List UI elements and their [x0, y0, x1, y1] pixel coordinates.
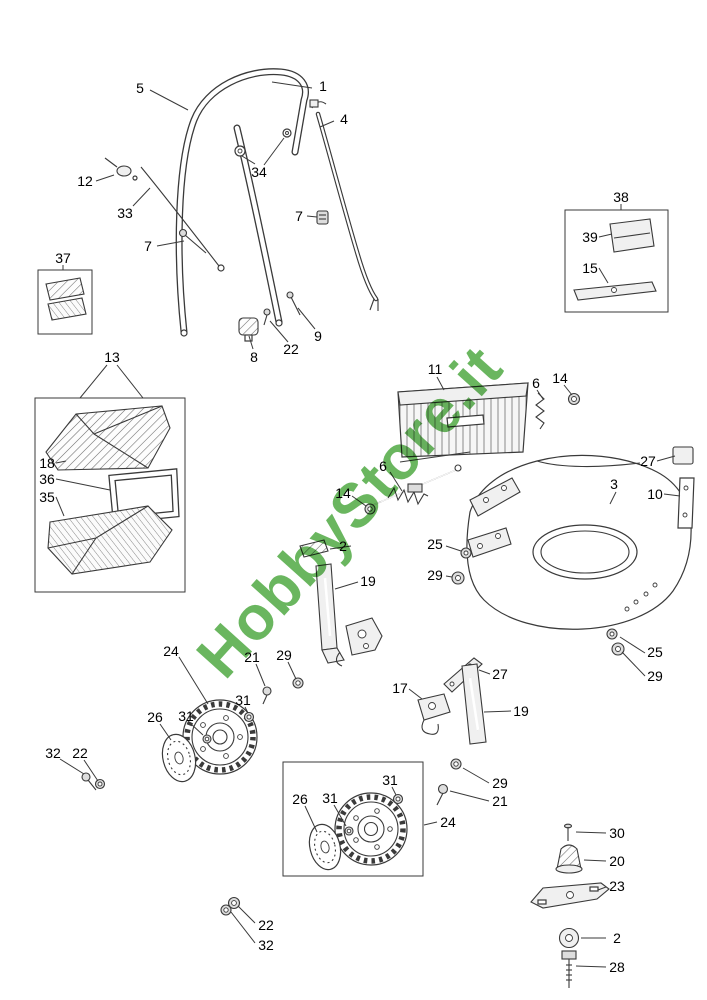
part-number-label-29: 29: [492, 775, 508, 791]
rear-flap-11: [397, 382, 581, 463]
left-wheel-assembly: [161, 677, 304, 783]
part-number-label-17: 17: [392, 680, 408, 696]
part-number-label-26: 26: [147, 709, 163, 725]
height-levers: [315, 563, 487, 745]
part-number-label-30: 30: [609, 825, 625, 841]
cable-and-fasteners: [104, 128, 329, 342]
part-number-label-23: 23: [609, 878, 625, 894]
part-number-label-21: 21: [244, 649, 260, 665]
part-number-label-24: 24: [440, 814, 456, 830]
part-number-label-24: 24: [163, 643, 179, 659]
part-number-label-32: 32: [45, 745, 61, 761]
bottom-wheel-assembly: [282, 758, 462, 877]
part-number-label-31: 31: [382, 772, 398, 788]
part-number-label-3: 3: [610, 476, 618, 492]
part-number-label-19: 19: [513, 703, 529, 719]
part-number-label-7: 7: [144, 238, 152, 254]
deck-housing-3: [466, 446, 695, 656]
part-number-label-39: 39: [582, 229, 598, 245]
part-number-label-35: 35: [39, 489, 55, 505]
part-number-label-21: 21: [492, 793, 508, 809]
part-number-label-22: 22: [72, 745, 88, 761]
part-number-label-25: 25: [427, 536, 443, 552]
part-number-label-15: 15: [582, 260, 598, 276]
part-number-label-37: 37: [55, 250, 71, 266]
part-number-label-36: 36: [39, 471, 55, 487]
spring-rod-assembly: [299, 464, 472, 585]
part-number-label-19: 19: [360, 573, 376, 589]
part-number-label-2: 2: [613, 930, 621, 946]
part-number-label-27: 27: [640, 453, 656, 469]
part-number-label-25: 25: [647, 644, 663, 660]
part-number-label-38: 38: [613, 189, 629, 205]
small-fasteners: [81, 772, 241, 916]
part-number-label-11: 11: [427, 361, 443, 377]
part-number-label-29: 29: [647, 668, 663, 684]
part-number-label-12: 12: [77, 173, 93, 189]
part-number-label-13: 13: [104, 349, 120, 365]
leader-lines: [55, 81, 681, 968]
part-number-label-14: 14: [335, 485, 351, 501]
kit-box-38: [564, 209, 669, 313]
part-number-label-9: 9: [314, 328, 322, 344]
part-number-label-6: 6: [532, 375, 540, 391]
part-number-label-6: 6: [379, 458, 387, 474]
part-number-label-27: 27: [492, 666, 508, 682]
part-number-label-32: 32: [258, 937, 274, 953]
part-number-label-34: 34: [251, 164, 267, 180]
bracket-kit-box-37: [37, 269, 93, 335]
part-number-label-20: 20: [609, 853, 625, 869]
part-number-label-4: 4: [340, 111, 348, 127]
part-number-label-28: 28: [609, 959, 625, 975]
grass-catcher-box-13: [34, 397, 186, 593]
part-number-label-10: 10: [647, 486, 663, 502]
part-number-label-26: 26: [292, 791, 308, 807]
handlebar-assembly: [175, 68, 379, 337]
part-number-label-31: 31: [178, 708, 194, 724]
part-number-label-31: 31: [235, 692, 251, 708]
part-number-label-29: 29: [276, 647, 292, 663]
part-number-label-33: 33: [117, 205, 133, 221]
part-number-label-22: 22: [283, 341, 299, 357]
part-number-label-22: 22: [258, 917, 274, 933]
part-number-label-29: 29: [427, 567, 443, 583]
part-number-label-2: 2: [339, 538, 347, 554]
part-number-label-1: 1: [319, 78, 327, 94]
part-number-label-5: 5: [136, 80, 144, 96]
part-number-label-8: 8: [250, 349, 258, 365]
part-number-label-18: 18: [39, 455, 55, 471]
blade-and-bolt-parts: [530, 823, 610, 988]
part-number-label-7: 7: [295, 208, 303, 224]
part-number-label-31: 31: [322, 790, 338, 806]
part-number-label-14: 14: [552, 370, 568, 386]
